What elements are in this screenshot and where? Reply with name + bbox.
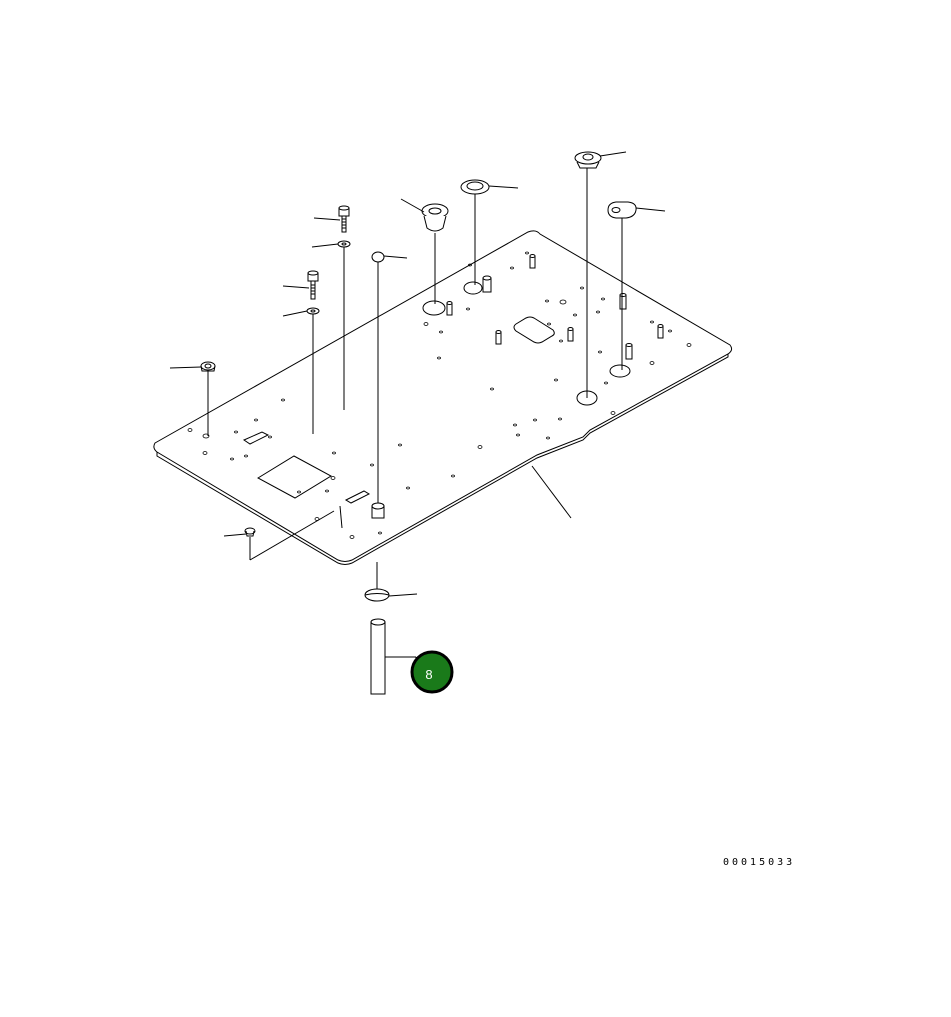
bolt-upper: [313, 205, 350, 233]
callout-badge[interactable]: 8: [410, 650, 454, 694]
fastener-lower-left: [223, 505, 343, 561]
small-holes: [187, 251, 692, 539]
plate-studs: [446, 254, 664, 360]
spacer: [371, 502, 385, 519]
grommet-upper-right: [574, 151, 627, 398]
washer-small-upper: [311, 240, 351, 410]
washer-right: [607, 201, 666, 370]
nut-left: [169, 361, 216, 436]
base-plate: [153, 230, 733, 565]
washer-small-lower: [282, 307, 320, 434]
callout-number: 8: [425, 667, 432, 682]
washer-upper-center: [460, 179, 519, 285]
leader-plate: [531, 465, 572, 519]
bolt-lower: [282, 270, 319, 300]
document-number: 00015033: [723, 857, 796, 868]
clamp: [364, 562, 418, 602]
cap-center: [371, 251, 408, 504]
tube: [370, 618, 417, 695]
grommet-center: [400, 198, 449, 304]
